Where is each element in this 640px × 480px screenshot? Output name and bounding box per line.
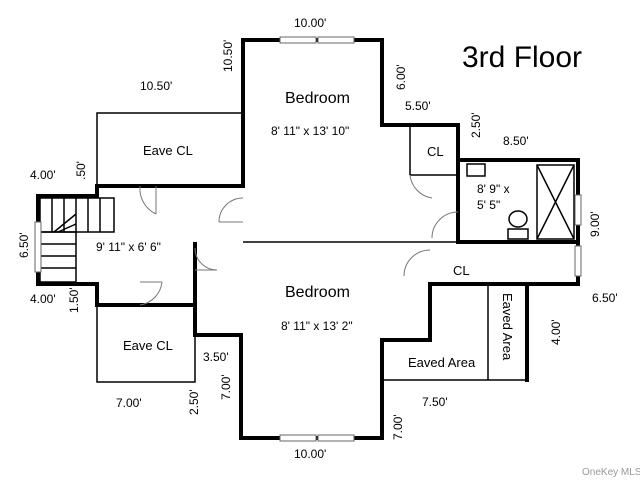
- dim-right-step-width: 5.50': [405, 99, 431, 113]
- bath-size-line1: 8' 9" x: [477, 182, 510, 196]
- dim-top-height: 10.50': [221, 40, 235, 72]
- dim-eaved-bottom-width: 7.50': [422, 395, 448, 409]
- watermark: OneKey MLS: [582, 467, 640, 478]
- dim-left-eave-width: 10.50': [140, 79, 172, 93]
- toilet-icon: [507, 210, 529, 240]
- dim-left-lower-offset: 4.00': [30, 292, 56, 306]
- windows: [34, 36, 582, 442]
- bedroom-top-size: 8' 11" x 13' 10": [271, 124, 349, 138]
- floor-title: 3rd Floor: [462, 41, 582, 74]
- bedroom-bottom-size: 8' 11" x 13' 2": [281, 319, 353, 333]
- bottom-bedroom-wall: [193, 242, 432, 440]
- dim-eave-bottom-width: 7.00': [116, 396, 142, 410]
- closet-top-label: CL: [427, 144, 444, 159]
- eave-cl-top-room: [96, 112, 244, 187]
- dim-bottom-left-height: 7.00': [219, 374, 233, 400]
- hall-size: 9' 11" x 6' 6": [96, 240, 161, 254]
- dim-stair-height: 6.50': [17, 232, 31, 258]
- bath-size-line2: 5' 5": [477, 198, 500, 212]
- dim-bath-height: 9.00': [588, 211, 602, 237]
- closet-mid-label: CL: [453, 263, 470, 278]
- bedroom-top-name: Bedroom: [285, 90, 350, 107]
- sink-icon: [466, 163, 486, 177]
- dim-bottom-width: 10.00': [294, 447, 326, 461]
- dim-left-upper-offset: 4.00': [30, 168, 56, 182]
- eave-cl-top-label: Eave CL: [143, 143, 193, 158]
- eaved-area-bottom-label: Eaved Area: [408, 355, 476, 370]
- dim-left-lower-half: 1.50': [67, 287, 81, 313]
- bedroom-bottom-name: Bedroom: [285, 284, 350, 301]
- dim-right-lower: 6.50': [592, 291, 618, 305]
- eave-cl-bottom-room: [96, 304, 196, 383]
- eaved-area-right-label: Eaved Area: [500, 293, 515, 361]
- eaved-area-wall: [428, 282, 529, 382]
- dim-top-width: 10.00': [294, 16, 326, 30]
- bathtub-icon: [536, 164, 575, 240]
- dim-eaved-right-height: 4.00': [549, 319, 563, 345]
- dim-bath-width: 8.50': [503, 134, 529, 148]
- dim-right-step-height: 6.00': [394, 64, 408, 90]
- eave-cl-bottom-label: Eave CL: [123, 338, 173, 353]
- door-swings: [139, 174, 459, 306]
- dim-bath-offset: 2.50': [469, 112, 483, 138]
- dim-bottom-left-step: 3.50': [203, 350, 229, 364]
- dim-eave-bottom-height: 2.50': [187, 389, 201, 415]
- dim-left-half: .50': [74, 161, 88, 180]
- dim-bottom-right-height: 7.00': [391, 414, 405, 440]
